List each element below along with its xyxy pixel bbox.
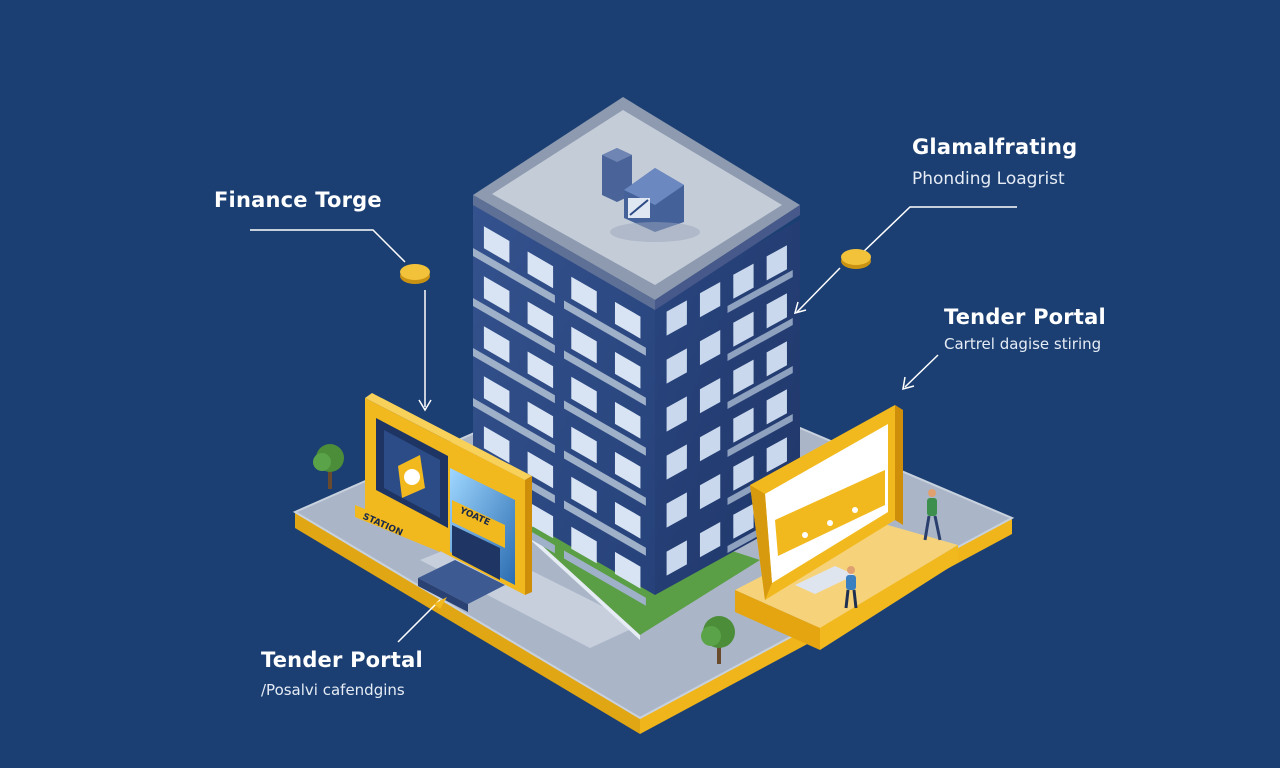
window bbox=[571, 326, 597, 364]
window bbox=[571, 476, 597, 514]
balcony bbox=[727, 414, 793, 457]
window bbox=[571, 276, 597, 314]
callout-top-left bbox=[250, 229, 432, 412]
balcony bbox=[473, 248, 555, 304]
callout-label-tender-portal-right: Tender Portal Cartrel dagise stiring bbox=[944, 305, 1106, 353]
callout-label-top-right: Glamalfrating Phonding Loagrist bbox=[912, 135, 1077, 189]
window bbox=[766, 389, 787, 425]
left-billboard bbox=[355, 393, 532, 595]
person-icon bbox=[923, 489, 942, 541]
callout-label-finance: Finance Torge bbox=[214, 188, 382, 212]
right-billboard bbox=[750, 405, 903, 600]
balcony bbox=[564, 500, 646, 556]
callout-subtitle: Phonding Loagrist bbox=[912, 169, 1065, 189]
callout-title: Finance Torge bbox=[214, 188, 382, 212]
callout-title: Tender Portal bbox=[261, 648, 423, 672]
callout-subtitle: /Posalvi cafendgins bbox=[261, 681, 405, 699]
balcony bbox=[564, 300, 646, 356]
window bbox=[699, 282, 721, 318]
window bbox=[614, 501, 641, 539]
window bbox=[733, 359, 754, 395]
window bbox=[527, 501, 554, 539]
window bbox=[666, 300, 687, 336]
window bbox=[614, 551, 641, 589]
tree-icon bbox=[313, 444, 344, 489]
window bbox=[699, 426, 721, 462]
balcony bbox=[473, 398, 555, 454]
balcony bbox=[564, 350, 646, 406]
window bbox=[666, 348, 687, 384]
callout-top-right bbox=[793, 206, 1017, 315]
balcony bbox=[564, 450, 646, 506]
window bbox=[571, 426, 597, 464]
window bbox=[666, 492, 687, 528]
window bbox=[614, 451, 641, 489]
window bbox=[766, 245, 787, 281]
window bbox=[699, 474, 721, 510]
window bbox=[614, 351, 641, 389]
window bbox=[766, 437, 787, 473]
window bbox=[483, 276, 510, 313]
tree-icon bbox=[701, 616, 735, 664]
balcony bbox=[473, 348, 555, 404]
window bbox=[527, 251, 554, 289]
window bbox=[733, 407, 754, 443]
window bbox=[699, 522, 721, 558]
balcony bbox=[727, 270, 793, 313]
window bbox=[527, 301, 554, 339]
window bbox=[733, 311, 754, 347]
window bbox=[483, 376, 510, 413]
window bbox=[733, 503, 754, 539]
callout-title: Glamalfrating bbox=[912, 135, 1078, 159]
window bbox=[527, 401, 554, 439]
balcony bbox=[473, 298, 555, 354]
window bbox=[666, 540, 687, 576]
window bbox=[527, 451, 554, 489]
balcony bbox=[564, 400, 646, 456]
coin-icon bbox=[400, 264, 430, 284]
window bbox=[766, 293, 787, 329]
balcony bbox=[564, 550, 646, 606]
window bbox=[571, 376, 597, 414]
window bbox=[614, 401, 641, 439]
window bbox=[483, 426, 510, 463]
window bbox=[766, 341, 787, 377]
window bbox=[699, 330, 721, 366]
coin-icon bbox=[841, 249, 871, 269]
callout-title: Tender Portal bbox=[944, 305, 1106, 329]
callout-mid-right bbox=[902, 354, 939, 391]
callout-label-tender-portal-left: Tender Portal /Posalvi cafendgins bbox=[261, 648, 423, 699]
window bbox=[571, 526, 597, 564]
window bbox=[733, 263, 754, 299]
balcony bbox=[727, 318, 793, 361]
window bbox=[483, 326, 510, 363]
person-icon bbox=[844, 566, 858, 609]
callout-subtitle: Cartrel dagise stiring bbox=[944, 335, 1102, 353]
window bbox=[527, 351, 554, 389]
window bbox=[666, 396, 687, 432]
window bbox=[699, 378, 721, 414]
window bbox=[614, 301, 641, 339]
window bbox=[666, 444, 687, 480]
window bbox=[733, 455, 754, 491]
callout-bottom-left bbox=[397, 599, 441, 643]
balcony bbox=[727, 366, 793, 409]
window bbox=[483, 226, 510, 263]
arrow-icon bbox=[434, 597, 447, 609]
